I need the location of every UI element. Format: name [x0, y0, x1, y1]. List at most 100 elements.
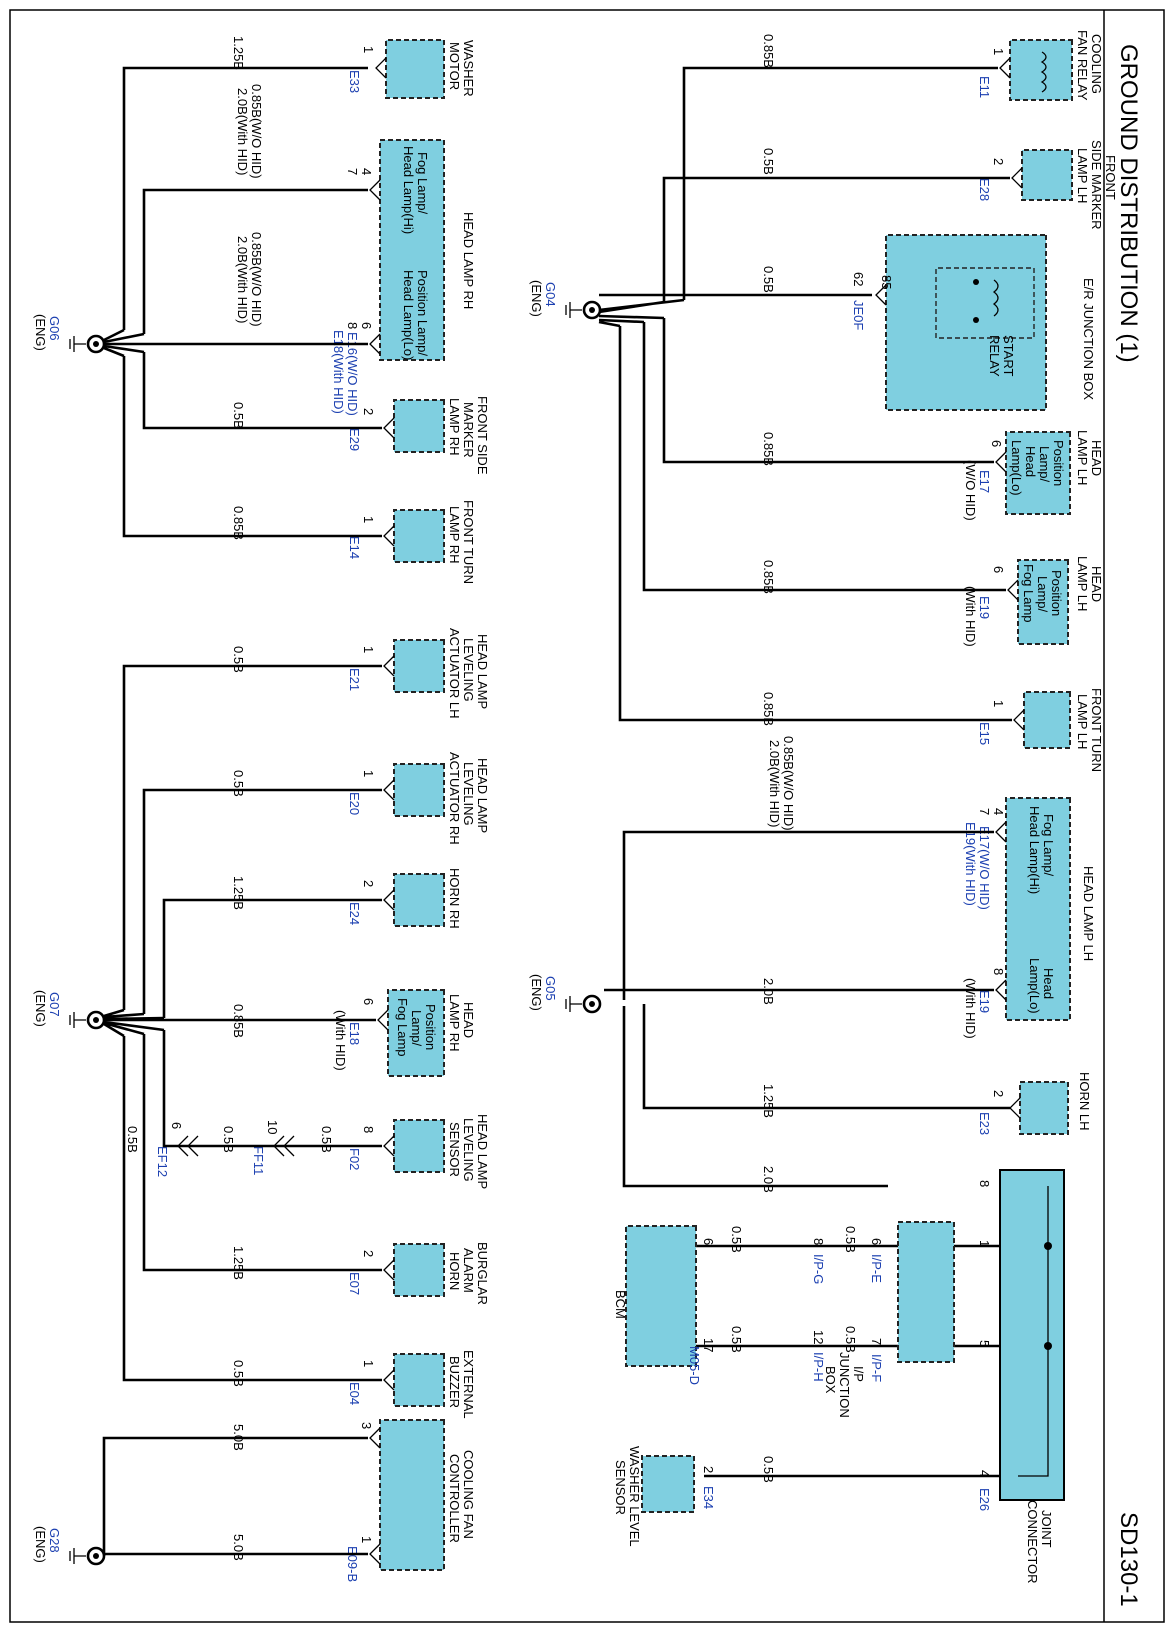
washer-motor-group: WASHER MOTOR 1 E33 1.25B [231, 36, 476, 99]
wire-spec: 1.25B [231, 36, 246, 70]
connector-id: E18 [347, 1022, 362, 1045]
burglar-alarm-horn-group: BURGLAR ALARM HORN 2 E07 1.25B [231, 1242, 490, 1305]
pin-number: 10 [265, 1120, 280, 1134]
burglar-alarm-horn-box [393, 1243, 445, 1297]
connector-id: E20 [347, 792, 362, 815]
head-lamp-lh-e17-box [1005, 431, 1071, 515]
horn-lh-group: HORN LH 2 E23 1.25B [761, 1072, 1092, 1135]
connector-symbol-icon [383, 655, 395, 677]
front-side-marker-lh-box [1021, 149, 1073, 201]
component-label: HORN LH [1077, 1072, 1092, 1131]
connector-symbol-icon [995, 821, 1007, 843]
connector-symbol-icon [383, 1369, 395, 1391]
wire-spec: 0.5B [729, 1226, 744, 1253]
component-label: FRONT SIDE [475, 396, 490, 475]
connector-id: E23 [977, 1112, 992, 1135]
component-label: LAMP RH [447, 994, 462, 1052]
wire-spec: 2.0B [761, 978, 776, 1005]
pin-number: 2 [991, 158, 1006, 165]
pin-number: 4 [977, 1470, 992, 1477]
hl-leveling-rh-box [393, 763, 445, 817]
g06-wires: G06 (ENG) [33, 66, 382, 538]
connector-symbol-icon [1009, 1097, 1021, 1119]
component-label: ACTUATOR LH [447, 628, 462, 719]
wire [122, 1036, 382, 1382]
pin-number: 8 [361, 1126, 376, 1133]
connector-id: E15 [977, 722, 992, 745]
inner-label: Lamp(Lo) [1027, 958, 1042, 1014]
inner-label: Head Lamp(Hi) [401, 146, 416, 234]
ground-dot [589, 307, 595, 313]
pin-number: 6 [869, 1238, 884, 1245]
component-label: WASHER [461, 40, 476, 97]
pin-number: 6 [361, 998, 376, 1005]
er-junction-box-group: E/R JUNCTION BOX START RELAY 85 62 JE0F … [761, 234, 1096, 411]
pin-number: 1 [361, 516, 376, 523]
ground-lines-icon [565, 996, 582, 1012]
wire [122, 66, 368, 330]
pin-number: 62 [851, 272, 866, 286]
connector-id: F02 [347, 1148, 362, 1170]
head-lamp-lh-big-box [1005, 797, 1071, 1021]
connector-symbol-icon [383, 779, 395, 801]
ground-dot [93, 1553, 99, 1559]
connector-symbol-icon [383, 1135, 395, 1157]
pin-number: 1 [361, 646, 376, 653]
component-label: JOINT [1039, 1510, 1054, 1548]
variant-note: (With HID) [963, 586, 978, 647]
wire-spec: 0.85B [761, 692, 776, 726]
cooling-fan-relay-label-2: FAN RELAY [1075, 30, 1090, 101]
inner-label: Position [423, 1004, 438, 1050]
wire [122, 356, 382, 538]
connector-symbol-icon [383, 1259, 395, 1281]
component-label: FRONT TURN [1089, 688, 1104, 772]
wire-spec: 0.85B(W/O HID) [781, 736, 796, 831]
ground-id: G28 [47, 1528, 62, 1553]
connector-id: E07 [347, 1272, 362, 1295]
component-label: FRONT TURN [461, 500, 476, 584]
inner-label: Fog Lamp/ [415, 152, 430, 215]
pin-number: 6 [989, 440, 1004, 447]
connector-id: I/P-F [869, 1354, 884, 1382]
head-lamp-rh-box [379, 139, 445, 361]
wire [122, 664, 382, 1010]
component-label: HORN RH [447, 868, 462, 929]
connector-symbol-icon [1011, 167, 1023, 189]
connector-id: I/P-H [811, 1352, 826, 1382]
ground-loc: (ENG) [33, 990, 48, 1027]
component-label: ACTUATOR RH [447, 752, 462, 845]
component-label: HEAD [1089, 440, 1104, 476]
inner-label: Position Lamp/ [415, 270, 430, 356]
er-junction-box [885, 234, 1047, 411]
bcm-box [625, 1225, 697, 1367]
wire [662, 318, 994, 464]
wire-spec: 0.5B [231, 402, 246, 429]
component-label: SENSOR [613, 1460, 628, 1515]
connector-id: E19(With HID) [963, 822, 978, 906]
wire-spec: 2.0B(With HID) [767, 740, 782, 827]
wire [102, 1436, 368, 1556]
bcm-group: BCM 6 17 M05-D [613, 1225, 716, 1385]
connector-id: E14 [347, 536, 362, 559]
component-label: CONTROLLER [447, 1454, 462, 1543]
wire [142, 188, 368, 334]
connector-id: E28 [977, 178, 992, 201]
pin-number: 6 [169, 1122, 184, 1129]
wire-spec: 0.5B [231, 1360, 246, 1387]
wire [682, 66, 998, 300]
junction-dot [973, 317, 979, 323]
wire [618, 326, 1012, 722]
start-relay-label: START [1001, 335, 1016, 376]
connector-id: E11 [977, 76, 992, 98]
wire-spec: 0.85B [761, 432, 776, 466]
inner-label: Head [1041, 968, 1056, 999]
wire-spec: 0.5B [761, 148, 776, 175]
connector-id: E19 [977, 990, 992, 1013]
pin-number: 1 [361, 46, 376, 53]
relay-coil-icon [1040, 51, 1047, 93]
component-label: HEAD LAMP RH [461, 212, 476, 309]
head-lamp-lh-e19-group: HEAD LAMP LH Position Lamp/ Fog Lamp 6 E… [761, 556, 1104, 647]
pin-number: 85 [879, 275, 894, 289]
